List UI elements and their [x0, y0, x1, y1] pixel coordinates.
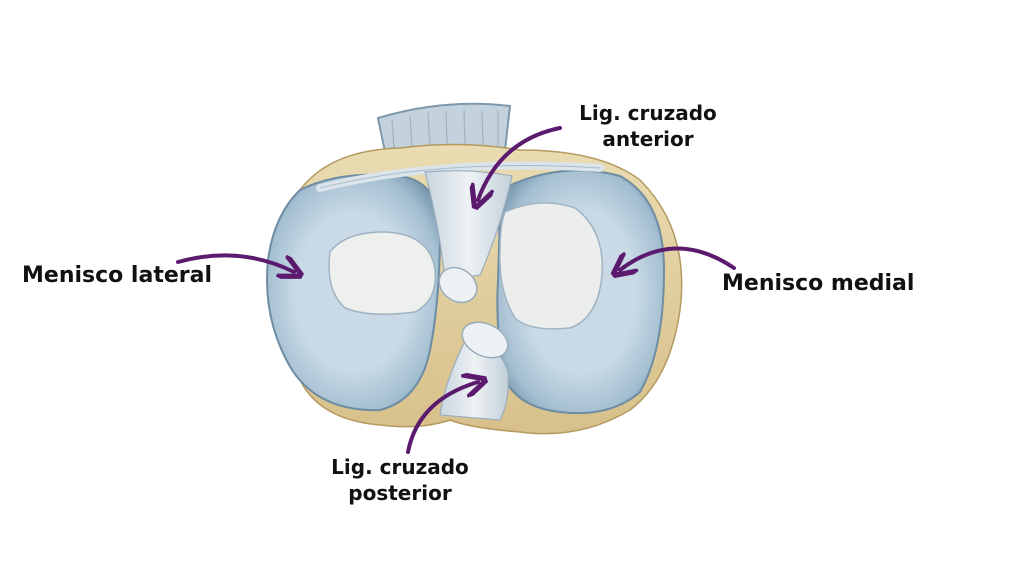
label-menisco-lateral: Menisco lateral [22, 263, 212, 288]
label-menisco-medial: Menisco medial [722, 271, 915, 296]
arrow-medial [620, 246, 736, 270]
label-lig-cruzado-posterior: Lig. cruzado posterior [320, 454, 480, 506]
lateral-plateau [328, 231, 437, 315]
arrow-pcl [406, 382, 478, 454]
pcl-stump [461, 321, 509, 359]
label-pcl-line-2: posterior [348, 481, 452, 505]
arrow-acl [478, 126, 562, 200]
label-pcl-line-1: Lig. cruzado [331, 455, 469, 479]
arrow-lateral [176, 253, 294, 272]
label-acl-line-2: anterior [602, 127, 694, 151]
label-acl-line-1: Lig. cruzado [579, 101, 717, 125]
label-lig-cruzado-anterior: Lig. cruzado anterior [568, 100, 728, 152]
acl-stump [438, 266, 478, 304]
medial-plateau [499, 202, 604, 330]
